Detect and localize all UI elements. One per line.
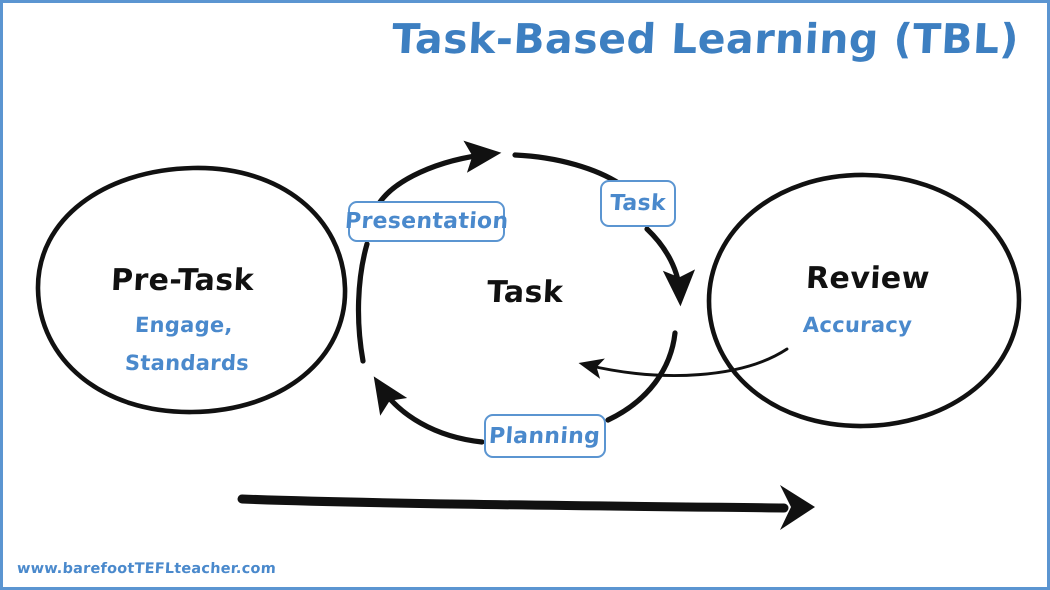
diagram-svg: [35, 140, 1022, 530]
pre-task-ellipse[interactable]: [35, 165, 348, 415]
cycle-arc-top-to-task: [512, 152, 623, 187]
review-subtitle: Accuracy: [802, 313, 913, 337]
progression-arrow: [237, 485, 815, 530]
pre-task-subtitle-line-1: Engage,: [134, 313, 234, 337]
chip-task[interactable]: Task: [600, 180, 676, 227]
cycle-arc-presentation-to-top: [377, 140, 502, 205]
chip-task-label: Task: [609, 191, 667, 216]
pre-task-title: Pre-Task: [110, 263, 255, 298]
cycle-center-label: Task: [486, 275, 565, 310]
review-title: Review: [805, 261, 931, 296]
chip-presentation[interactable]: Presentation: [344, 201, 509, 242]
page-title: Task-Based Learning (TBL): [390, 15, 1021, 63]
chip-presentation-label: Presentation: [343, 209, 510, 234]
footer-watermark: www.barefootTEFLteacher.com: [16, 561, 277, 577]
pre-task-subtitle-line-2: Standards: [124, 351, 250, 375]
cycle-arc-task-to-down: [644, 226, 696, 307]
cycle-arc-planning-to-presentation: [373, 376, 485, 445]
chip-planning-label: Planning: [488, 423, 602, 449]
chip-planning[interactable]: Planning: [484, 414, 606, 458]
cycle-arc-down-to-planning: [605, 330, 678, 423]
review-feedback-arrow: [578, 347, 789, 379]
review-ellipse[interactable]: [706, 172, 1022, 429]
cycle-arc-left-side: [355, 241, 370, 364]
